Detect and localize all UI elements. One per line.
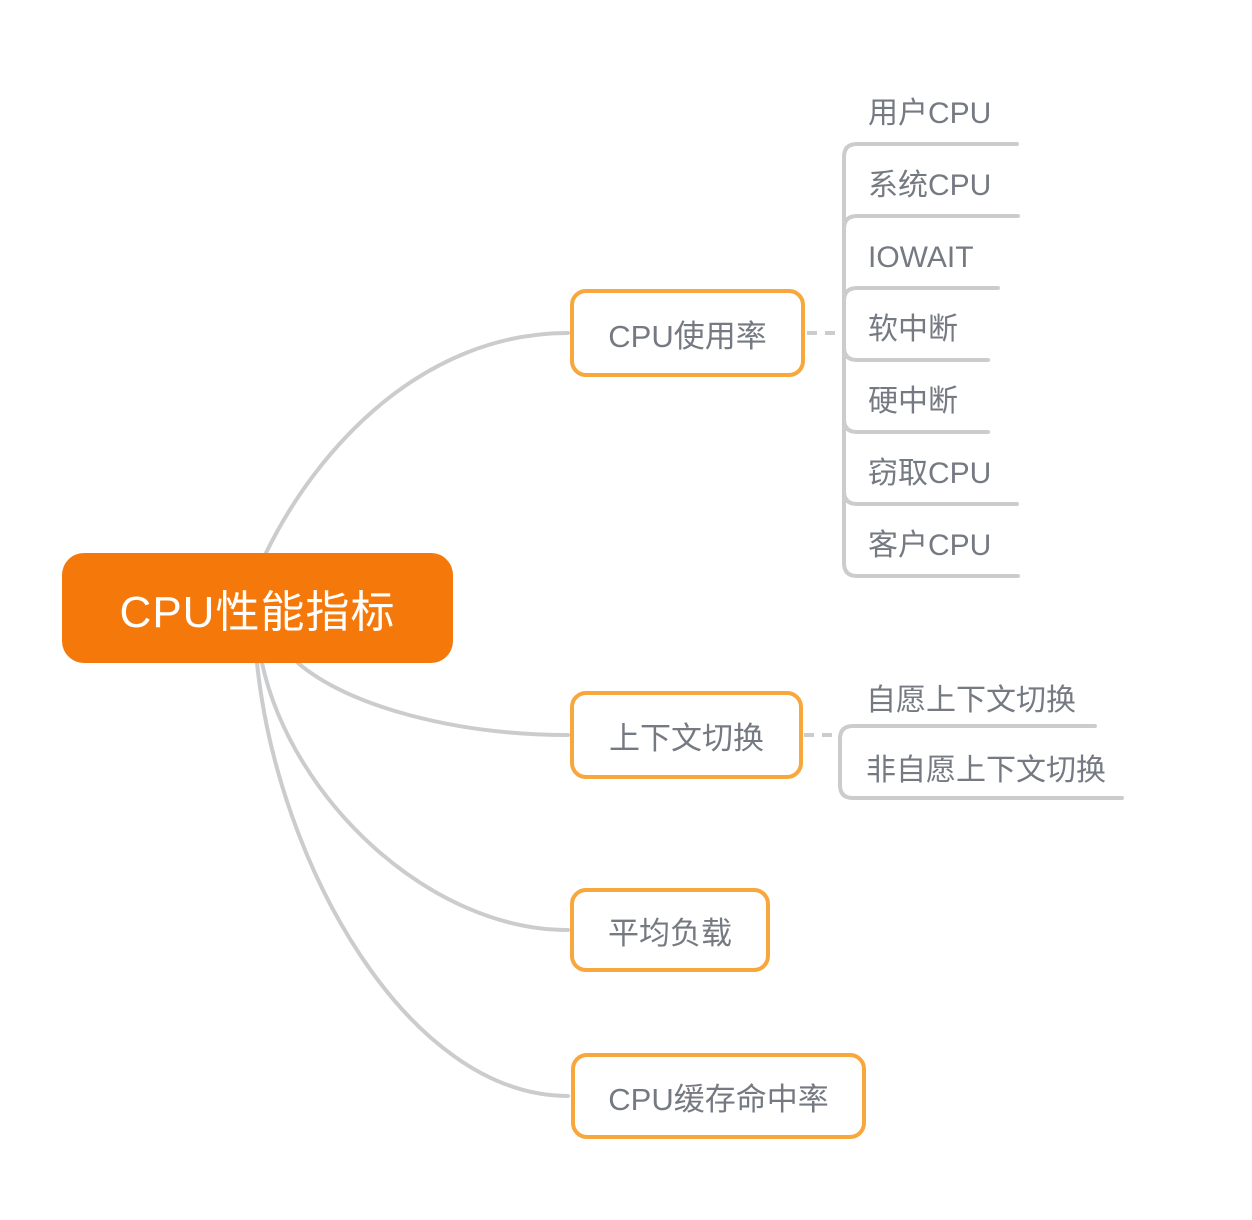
child-topic-steal-cpu[interactable]: 窃取CPU <box>868 457 992 490</box>
branch-topic-context-switch[interactable]: 上下文切换 <box>570 691 803 779</box>
underline-steal-cpu <box>842 489 1019 506</box>
underline-user-cpu <box>842 142 1019 159</box>
branch-topic-label: CPU使用率 <box>608 318 767 354</box>
underline-system-cpu <box>842 214 1020 231</box>
curve-root-to-branch-load-average <box>260 661 570 932</box>
branch-topic-load-average[interactable]: 平均负载 <box>570 888 770 972</box>
root-topic[interactable]: CPU性能指标 <box>62 553 453 663</box>
child-topic-voluntary-cs[interactable]: 自愿上下文切换 <box>866 684 1076 717</box>
branch-topic-label: 上下文切换 <box>609 720 764 756</box>
curve-root-to-branch-cache-hit <box>255 661 570 1098</box>
underline-voluntary-cs <box>838 724 1097 741</box>
child-topic-involuntary-cs[interactable]: 非自愿上下文切换 <box>866 754 1106 787</box>
underline-softirq <box>842 345 990 362</box>
branch-topic-label: CPU缓存命中率 <box>608 1081 829 1117</box>
root-topic-label: CPU性能指标 <box>119 588 396 637</box>
underline-involuntary-cs <box>838 783 1124 800</box>
child-topic-iowait[interactable]: IOWAIT <box>868 241 974 274</box>
child-topic-guest-cpu[interactable]: 客户CPU <box>868 529 992 562</box>
child-topic-system-cpu[interactable]: 系统CPU <box>868 169 992 202</box>
child-topic-hardirq[interactable]: 硬中断 <box>868 385 958 418</box>
curve-root-to-branch-context-switch <box>296 661 570 737</box>
branch-topic-label: 平均负载 <box>608 915 732 951</box>
curve-root-to-branch-cpu-usage <box>263 331 570 557</box>
child-topic-softirq[interactable]: 软中断 <box>868 313 958 346</box>
underline-guest-cpu <box>842 561 1020 578</box>
branch-topic-cache-hit[interactable]: CPU缓存命中率 <box>571 1053 866 1139</box>
branch-topic-cpu-usage[interactable]: CPU使用率 <box>570 289 805 377</box>
child-topic-user-cpu[interactable]: 用户CPU <box>868 97 992 130</box>
underline-hardirq <box>842 417 990 434</box>
underline-iowait <box>842 286 1000 303</box>
